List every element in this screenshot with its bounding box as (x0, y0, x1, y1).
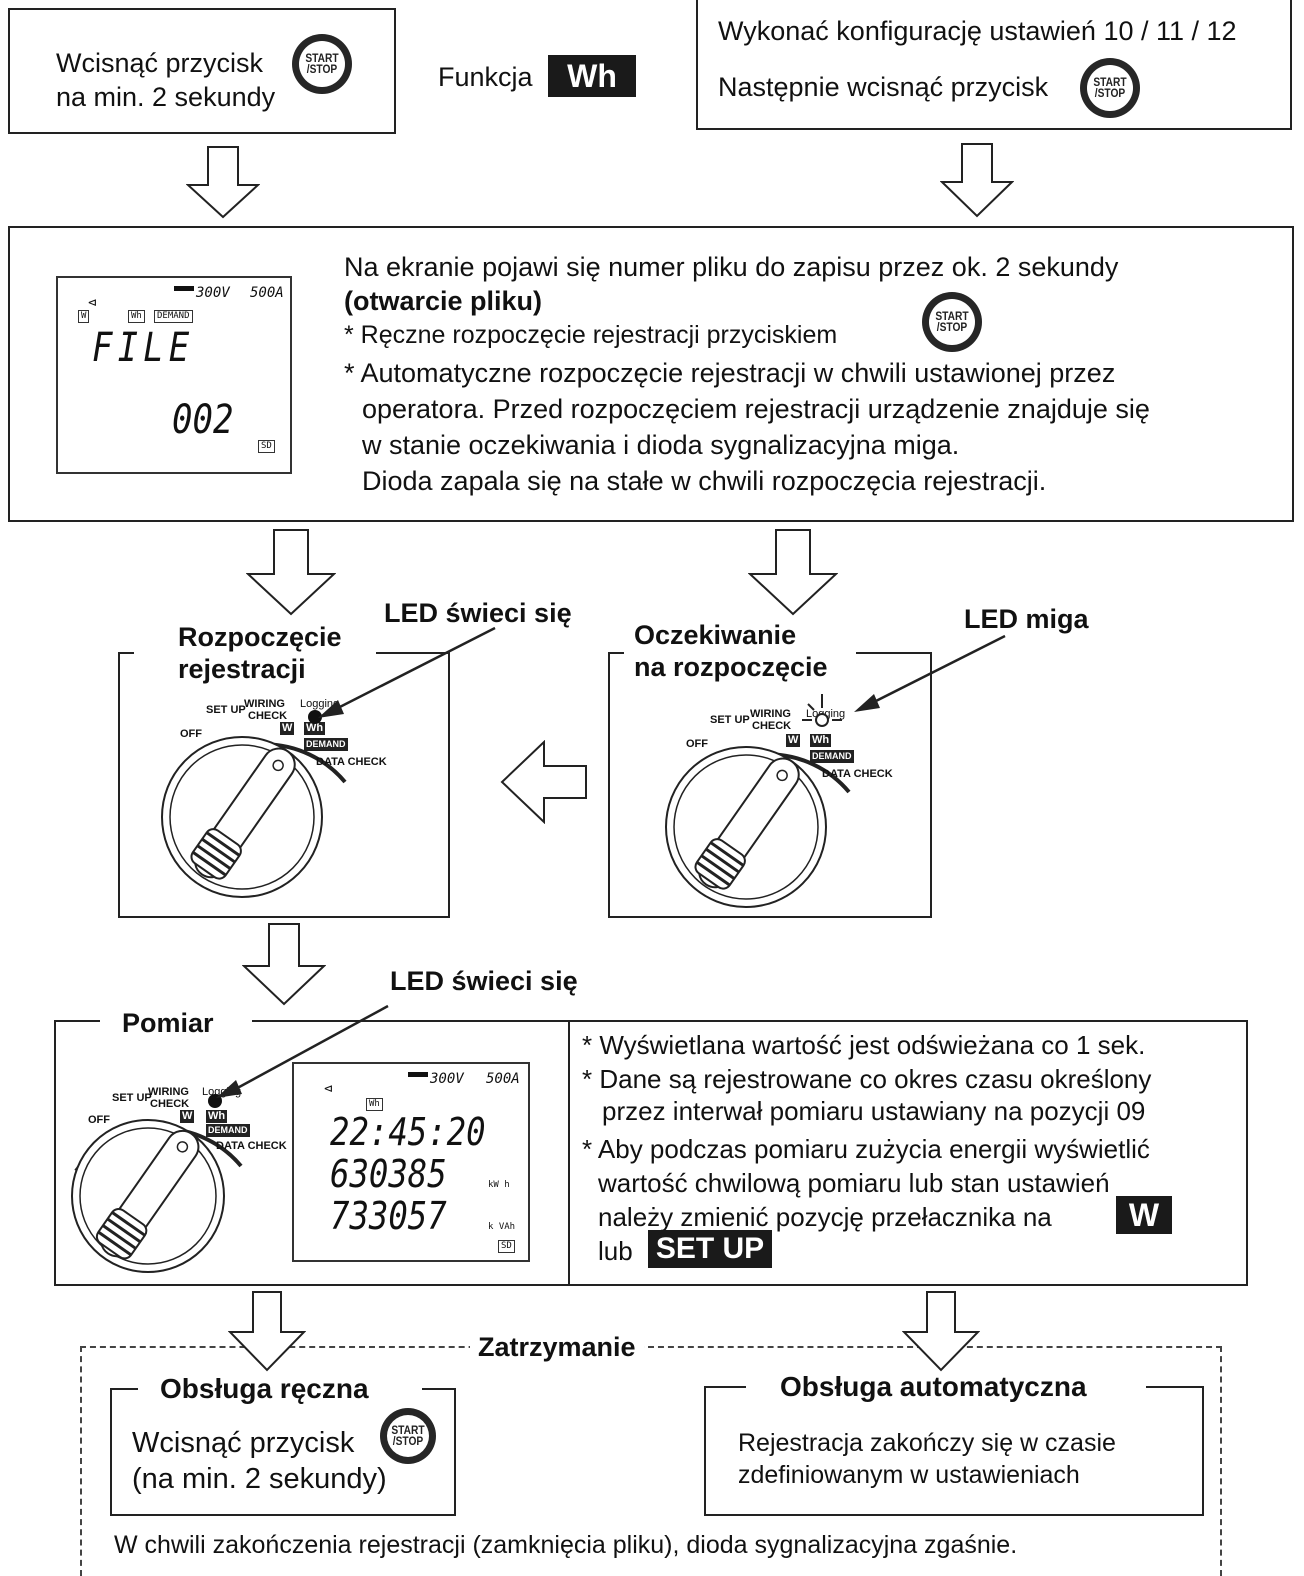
file-note1: * Ręczne rozpoczęcie rejestracji przycis… (344, 321, 838, 349)
file-line2: (otwarcie pliku) (344, 286, 543, 316)
rotary-switch-icon (665, 746, 851, 908)
start-panel-title2: rejestracji (178, 654, 306, 684)
measure-panel-title: Pomiar (122, 1008, 214, 1038)
start-panel-title1: Rozpoczęcie (178, 622, 342, 652)
lcd-file-display: 300V 500A ⊲ W Wh DEMAND FILE 002 SD (56, 276, 292, 474)
measure-led-label: LED świeci się (390, 966, 578, 996)
file-note2b: operatora. Przed rozpoczęciem rejestracj… (362, 394, 1150, 424)
start-led-label: LED świeci się (384, 598, 572, 628)
lcd-time: 22:45:20 (330, 1110, 486, 1154)
pointer-arrow (216, 1004, 389, 1098)
lcd-file-word: FILE (92, 325, 195, 371)
down-arrow-icon (246, 529, 336, 616)
rotary-switch-icon (161, 736, 347, 898)
measure-note2a: * Dane są rejestrowane co okres czasu ok… (582, 1064, 1152, 1094)
auto-start-box: Wykonać konfigurację ustawień 10 / 11 / … (696, 0, 1292, 130)
manual-start-box: Wcisnąć przycisk na min. 2 sekundy START… (8, 8, 396, 134)
file-note2d: Dioda zapala się na stałe w chwili rozpo… (362, 466, 1047, 496)
stop-section (80, 1346, 1222, 1576)
measure-note3c: należy zmienić pozycję przełacznika na (598, 1202, 1052, 1232)
setup-badge: SET UP (648, 1230, 772, 1268)
auto-stop-line2: zdefiniowanym w ustawieniach (738, 1461, 1080, 1489)
measure-note3a: * Aby podczas pomiaru zużycia energii wy… (582, 1134, 1150, 1164)
file-note2a: * Automatyczne rozpoczęcie rejestracji w… (344, 358, 1116, 388)
auto-stop-box: Rejestracja zakończy się w czasie zdefin… (704, 1386, 1204, 1516)
lcd-value1: 630385 (330, 1152, 447, 1196)
manual-stop-title: Obsługa ręczna (160, 1373, 369, 1404)
lcd-measure-display: 300V 500A ⊲ Wh 22:45:20 630385 kW h 7330… (292, 1062, 530, 1262)
auto-start-line1: Wykonać konfigurację ustawień 10 / 11 / … (718, 16, 1237, 46)
measure-note1: * Wyświetlana wartość jest odświeżana co… (582, 1030, 1146, 1060)
function-label: Funkcja (438, 62, 533, 92)
left-arrow-icon (500, 740, 587, 824)
wh-badge: Wh (548, 55, 636, 97)
rotary-switch-icon (71, 1119, 243, 1273)
manual-start-line2: na min. 2 sekundy (56, 82, 276, 112)
wait-panel-title2: na rozpoczęcie (634, 652, 828, 682)
waiting-panel: OFF SET UP WIRING CHECK Logging W Wh DEM… (608, 652, 932, 918)
manual-stop-line1: Wcisnąć przycisk (132, 1427, 355, 1459)
file-open-box: 300V 500A ⊲ W Wh DEMAND FILE 002 SD Na e… (8, 226, 1294, 522)
led-blinking-icon (802, 694, 842, 727)
lcd-file-number: 002 (172, 397, 234, 443)
start-stop-button-icon: START/STOP (922, 292, 982, 352)
start-stop-button-icon: START/STOP (1080, 58, 1140, 118)
down-arrow-icon (902, 1291, 980, 1372)
stop-footer: W chwili zakończenia rejestracji (zamkni… (114, 1531, 1018, 1559)
auto-stop-title: Obsługa automatyczna (780, 1371, 1087, 1402)
auto-stop-line1: Rejestracja zakończy się w czasie (738, 1429, 1116, 1457)
measure-or: lub (598, 1236, 633, 1266)
start-recording-panel: OFF SET UP WIRING CHECK Logging W Wh DEM… (118, 652, 450, 918)
pointer-arrow (854, 634, 1006, 712)
down-arrow-icon (748, 529, 838, 616)
lcd-value2: 733057 (330, 1194, 447, 1238)
wait-panel-title1: Oczekiwanie (634, 620, 797, 650)
file-line1: Na ekranie pojawi się numer pliku do zap… (344, 252, 1119, 282)
start-stop-button-icon: START/STOP (292, 34, 352, 94)
measure-note2b: przez interwał pomiaru ustawiany na pozy… (602, 1096, 1146, 1126)
measure-note3b: wartość chwilową pomiaru lub stan ustawi… (598, 1168, 1110, 1198)
led-on-icon (308, 710, 322, 724)
wait-led-label: LED miga (964, 604, 1089, 634)
start-stop-button-icon: START/STOP (380, 1408, 436, 1464)
manual-start-line1: Wcisnąć przycisk (56, 48, 264, 78)
down-arrow-icon (940, 143, 1014, 218)
down-arrow-icon (186, 146, 260, 219)
file-note2c: w stanie oczekiwania i dioda sygnalizacy… (362, 430, 960, 460)
measurement-panel: OFF SET UP WIRING CHECK Logging W Wh DEM… (54, 1020, 1248, 1286)
w-badge: W (1116, 1196, 1172, 1234)
pointer-arrow (318, 626, 496, 718)
manual-stop-box: Wcisnąć przycisk (na min. 2 sekundy) STA… (110, 1388, 456, 1516)
auto-start-line2: Następnie wcisnąć przycisk (718, 72, 1049, 102)
down-arrow-icon (228, 1291, 306, 1372)
stop-title: Zatrzymanie (470, 1330, 644, 1364)
manual-stop-line2: (na min. 2 sekundy) (132, 1463, 387, 1495)
down-arrow-icon (242, 923, 326, 1006)
